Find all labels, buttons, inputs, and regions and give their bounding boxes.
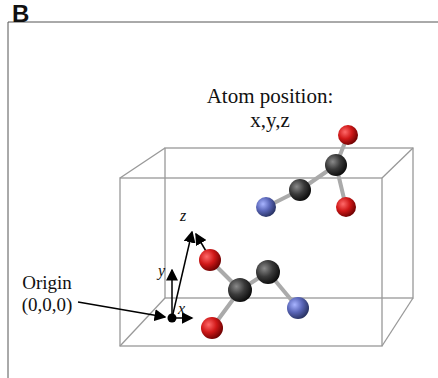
axis-label: z [180, 207, 194, 225]
axis-label: y [158, 262, 172, 280]
axis-label: x [178, 300, 192, 318]
heading-text: Atom position: x,y,z [200, 84, 340, 132]
panel-letter: B [12, 0, 42, 28]
origin-label: Origin (0,0,0) [12, 272, 82, 316]
